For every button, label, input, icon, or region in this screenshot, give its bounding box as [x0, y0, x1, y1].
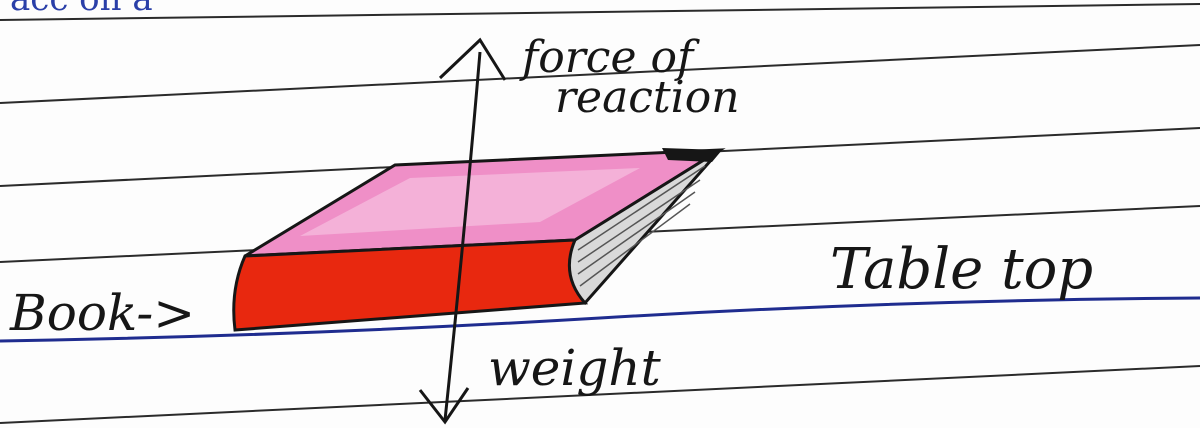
- book-edge-ink: [662, 148, 722, 162]
- book-label: Book->: [9, 284, 195, 342]
- book-front-face: [234, 240, 585, 330]
- force-of-reaction-label-line2: reaction: [555, 72, 740, 123]
- rule-line: [0, 4, 1200, 20]
- arrow-up-icon: [440, 40, 505, 80]
- table-top-label: Table top: [830, 237, 1093, 302]
- book: [234, 148, 722, 330]
- top-partial-text: acc on a: [10, 0, 153, 19]
- weight-label: weight: [488, 339, 662, 397]
